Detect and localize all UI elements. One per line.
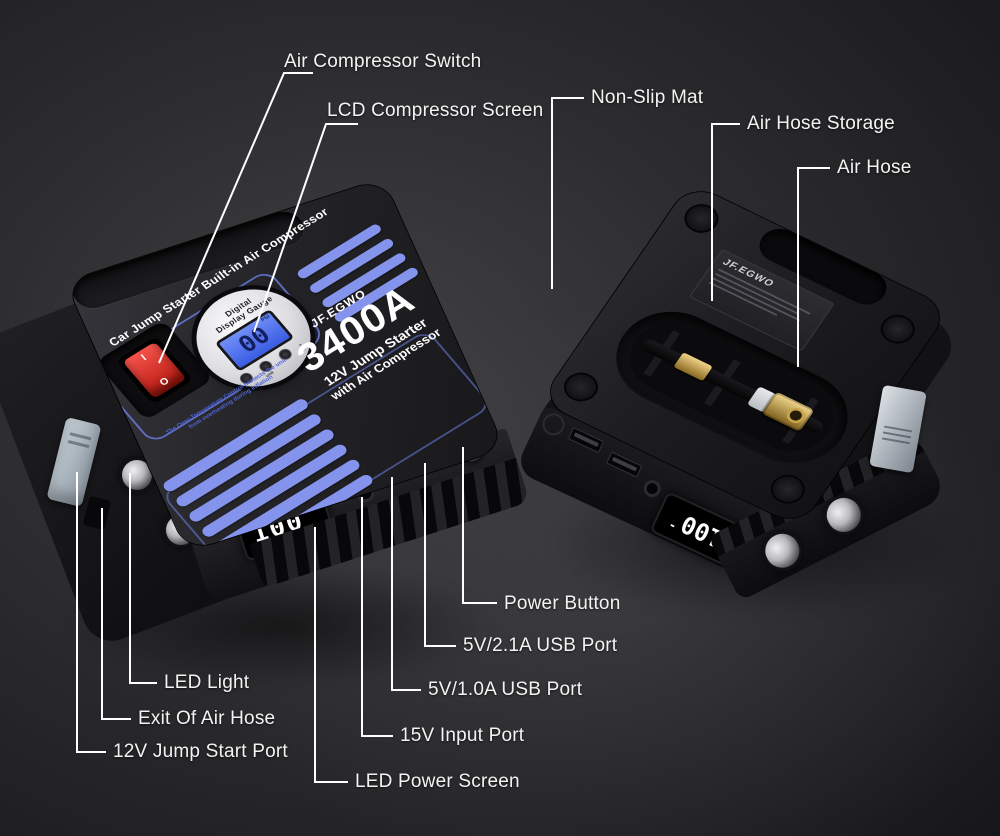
callout-12v-jump-start-port: 12V Jump Start Port [113, 741, 288, 762]
sticker-text-line [711, 277, 801, 322]
power-icon [538, 409, 569, 440]
callout-air-hose: Air Hose [837, 157, 912, 178]
switch-bezel: I O [115, 335, 194, 405]
rubber-foot [678, 198, 725, 238]
callout-usb-2-1a: 5V/2.1A USB Port [463, 635, 618, 656]
callout-led-light: LED Light [164, 672, 250, 693]
rubber-foot [874, 309, 922, 349]
back-display-dash: - [665, 518, 679, 534]
rubber-foot [764, 469, 812, 509]
callout-led-power-screen: LED Power Screen [355, 771, 520, 792]
callout-air-hose-storage: Air Hose Storage [747, 113, 895, 134]
callout-15v-input: 15V Input Port [400, 725, 525, 746]
callout-non-slip-mat: Non-Slip Mat [591, 87, 704, 108]
gauge-lcd-unit: PSI [260, 314, 272, 324]
switch-on-mark: I [139, 352, 149, 363]
usb-port-icon [567, 427, 605, 454]
input-port [640, 477, 664, 500]
callout-usb-1-0a: 5V/1.0A USB Port [428, 679, 583, 700]
usb-port-icon [606, 451, 643, 478]
callout-air-compressor-switch: Air Compressor Switch [284, 51, 482, 72]
callout-power-button: Power Button [504, 593, 621, 614]
switch-off-mark: O [157, 375, 172, 389]
leader-non-slip-mat [551, 97, 584, 289]
rubber-foot [557, 367, 605, 407]
callout-exit-of-air-hose: Exit Of Air Hose [138, 708, 276, 729]
air-compressor-rocker-switch: I O [122, 341, 187, 399]
callout-lcd-compressor-screen: LCD Compressor Screen [327, 100, 544, 121]
